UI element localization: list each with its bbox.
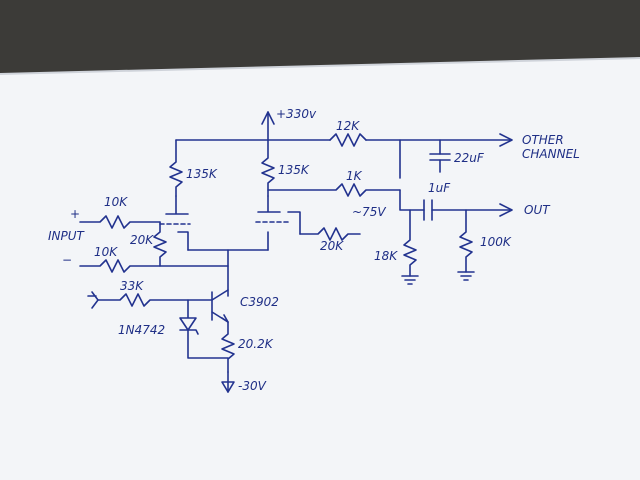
triode-left-cathode [177, 231, 189, 251]
right-plate-lead [287, 211, 301, 235]
label-zener: 1N4742 [118, 323, 165, 337]
supply-neg-arrow [221, 381, 235, 393]
resistor-18k [403, 209, 417, 277]
circuit-labels: +330v 12K OTHER CHANNEL 22uF 135K 135K 1… [48, 107, 580, 393]
resistor-100k [459, 209, 473, 273]
resistor-10k-bottom [79, 259, 229, 273]
label-r-in-top: 10K [104, 195, 128, 209]
triode-left-plate [165, 195, 189, 215]
resistor-20k-fb [299, 227, 361, 241]
base-ground-symbol [87, 291, 99, 309]
label-r-cathode-fb: 1K [346, 169, 363, 183]
label-r-grid: 20K [130, 233, 154, 247]
output-arrow [499, 203, 513, 217]
ground-18k [401, 275, 419, 285]
label-transistor: C3902 [240, 295, 279, 309]
label-other-channel-2: CHANNEL [522, 147, 580, 161]
resistor-12k [329, 133, 367, 147]
plate-resistor-right [261, 139, 275, 197]
paper-edge [0, 57, 640, 75]
label-bias-voltage: ~75V [352, 205, 386, 219]
label-input-minus: − [62, 253, 72, 267]
label-other-channel-1: OTHER [522, 133, 564, 147]
other-channel-arrow [499, 133, 513, 147]
resistor-1k [267, 183, 401, 197]
label-input: INPUT [48, 229, 86, 243]
zener-return [187, 329, 229, 359]
label-supply-pos: +330v [276, 107, 317, 121]
label-coupling-cap: 1uF [428, 181, 451, 195]
label-r-divider: 18K [374, 249, 398, 263]
label-r-base: 33K [120, 279, 144, 293]
resistor-20k-grid [153, 221, 167, 267]
paper-sheet [0, 58, 640, 480]
resistor-10k-top [79, 215, 161, 229]
resistor-emitter [221, 321, 235, 373]
label-r-fb: 20K [320, 239, 344, 253]
triode-right-plate [257, 195, 281, 213]
ground-100k [457, 271, 475, 281]
label-r-plate-left: 135K [186, 167, 218, 181]
label-r-top-series: 12K [336, 119, 360, 133]
label-r-plate-right: 135K [278, 163, 310, 177]
bias-node-lead [399, 189, 425, 211]
label-r-in-bottom: 10K [94, 245, 118, 259]
resistor-33k [97, 293, 213, 307]
label-supply-neg: -30V [238, 379, 267, 393]
label-r-emitter: 20.2K [238, 337, 274, 351]
label-r-load: 100K [480, 235, 512, 249]
circuit-wires [79, 111, 513, 393]
supply-pos-arrow [261, 111, 275, 125]
label-input-plus: + [70, 207, 80, 221]
zener-diode [179, 299, 199, 335]
label-cap-filter: 22uF [454, 151, 485, 165]
label-out: OUT [524, 203, 551, 217]
plate-resistor-left [169, 139, 183, 197]
